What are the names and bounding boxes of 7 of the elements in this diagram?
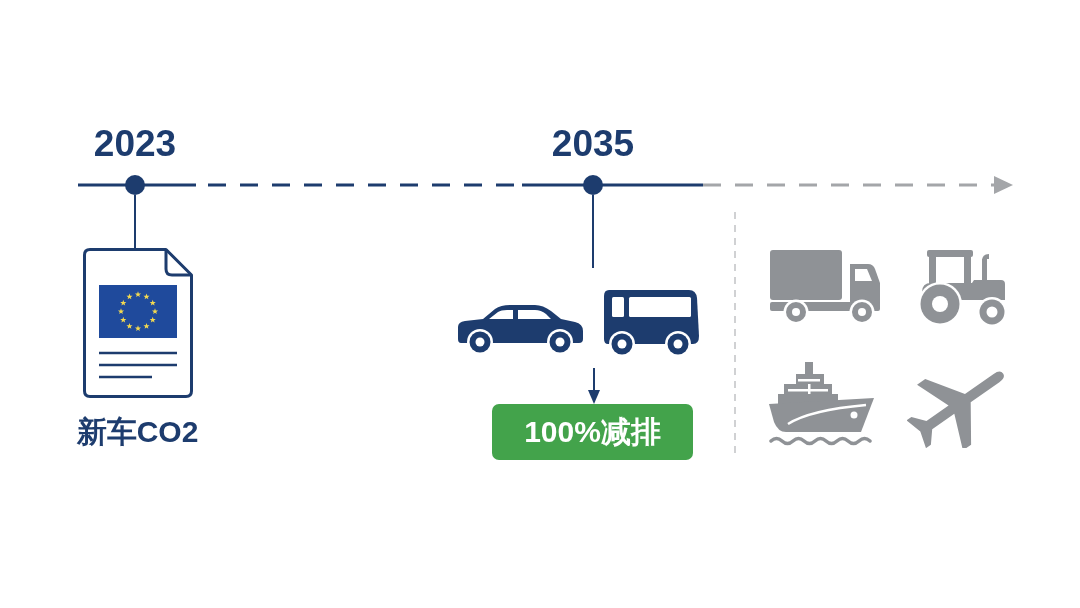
connector-line [592, 194, 594, 269]
year-label: 2023 [92, 124, 178, 164]
arrow [588, 367, 600, 404]
target-box: 100%减排 [492, 404, 693, 460]
year-label: 2035 [550, 124, 636, 164]
connector-line [134, 194, 136, 249]
document-label: 新车CO2 [75, 414, 200, 450]
